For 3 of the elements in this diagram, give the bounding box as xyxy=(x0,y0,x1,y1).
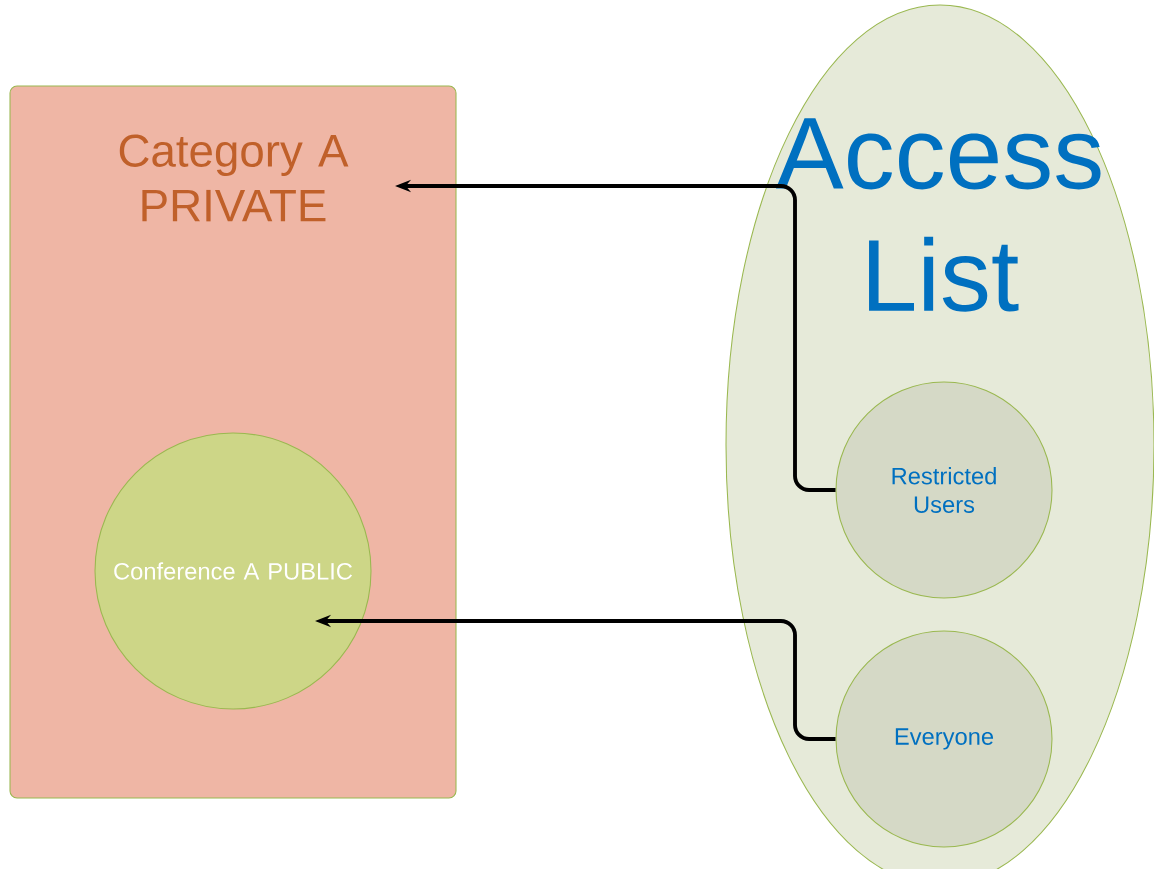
circle-node: Everyone xyxy=(835,630,1053,848)
circle-node: Restricted Users xyxy=(835,381,1053,599)
circle-node: Conference A PUBLIC xyxy=(94,432,372,710)
